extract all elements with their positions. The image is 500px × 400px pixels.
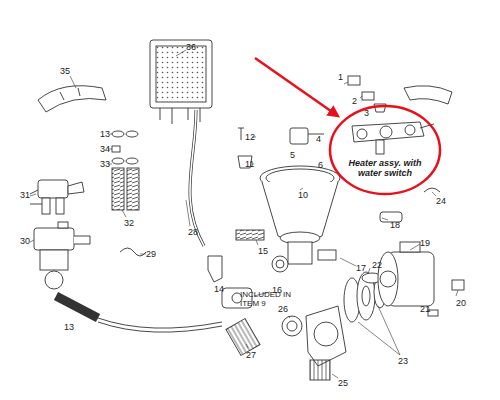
- callout-number: 22: [372, 260, 382, 270]
- callout-number: 27: [246, 350, 256, 360]
- callout-number: 5: [290, 150, 295, 160]
- callout-number: 30: [20, 236, 30, 246]
- callout-number: 6: [318, 160, 323, 170]
- callout-number: 33: [100, 159, 110, 169]
- callout-number: 14: [214, 284, 224, 294]
- callout-number: 21: [420, 304, 430, 314]
- callout-number: 19: [420, 238, 430, 248]
- callout-number: 24: [436, 196, 446, 206]
- assembly-label: Heater assy. with water switch: [345, 158, 425, 178]
- callout-number: 18: [390, 220, 400, 230]
- callout-number: 23: [398, 356, 408, 366]
- callout-number: 11: [245, 159, 254, 169]
- callout-number: 10: [298, 190, 308, 200]
- ellipse-outline: [328, 104, 442, 196]
- callout-number: 4: [316, 134, 321, 144]
- callout-number: 29: [146, 249, 156, 259]
- callout-number: 28: [188, 227, 198, 237]
- callout-number: 13: [100, 129, 110, 139]
- callout-number: 2: [352, 96, 357, 106]
- callout-number: 36: [186, 42, 196, 52]
- callout-number: 25: [338, 378, 348, 388]
- callout-number: 34: [100, 144, 110, 154]
- callout-number: 31: [20, 190, 30, 200]
- callout-number: 17: [356, 263, 366, 273]
- callout-number: 20: [456, 298, 466, 308]
- callout-number: 15: [258, 246, 268, 256]
- callout-number: 1: [338, 72, 343, 82]
- callout-number: 32: [124, 218, 134, 228]
- callout-number: 13: [64, 322, 74, 332]
- ellipse-outline: [330, 106, 440, 194]
- callout-number: 35: [60, 66, 70, 76]
- callout-number: 12: [245, 132, 255, 142]
- callout-number: 26: [278, 304, 288, 314]
- highlight-ellipse: Heater assy. with water switch: [328, 104, 442, 196]
